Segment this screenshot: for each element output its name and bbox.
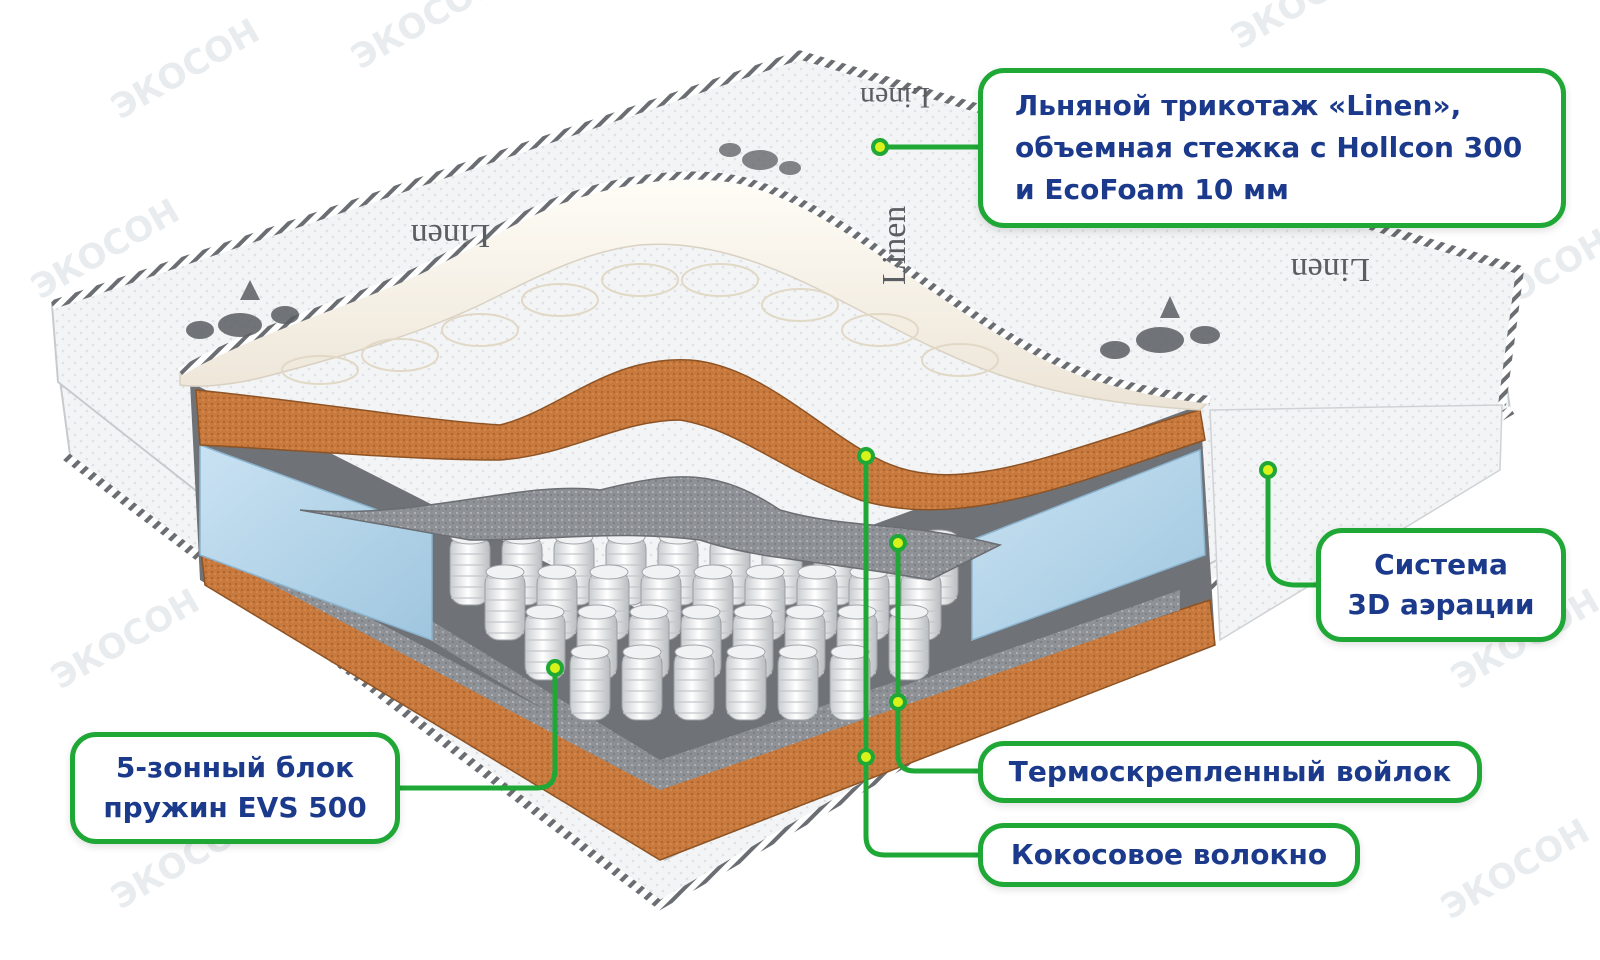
cover-brand-text: Linen: [860, 81, 930, 114]
connector-lines: [397, 144, 1319, 858]
connector-coconut: [863, 453, 981, 858]
watermark: ЭКОСОН: [45, 581, 207, 698]
flower-logo-icon: [1100, 296, 1220, 359]
spring-coil: [777, 644, 819, 721]
spring-coil: [725, 644, 767, 721]
watermark: ЭКОСОН: [1225, 0, 1387, 58]
spring-coil: [569, 644, 611, 721]
callout-coconut-line: Кокосовое волокно: [1010, 838, 1328, 871]
spring-coil: [673, 644, 715, 721]
watermark: ЭКОСОН: [345, 0, 507, 78]
mattress-body: Linen Linen Linen Linen: [50, 50, 1524, 911]
marker-coconut-bottom: [857, 748, 875, 766]
marker-felt-top: [889, 534, 907, 552]
callout-coconut-fiber: Кокосовое волокно: [978, 823, 1360, 887]
spring-coil: [484, 564, 526, 641]
callout-felt-line: Термоскрепленный войлок: [1008, 755, 1452, 788]
cover-brand-text: Linen: [876, 206, 913, 285]
callout-springs-line: 5-зонный блок: [115, 751, 355, 784]
callout-thermo-felt: Термоскрепленный войлок: [978, 741, 1482, 803]
spring-coil: [621, 644, 663, 721]
connector-springs: [397, 665, 558, 791]
cover-brand-text: Linen: [1291, 251, 1370, 288]
marker-springs: [546, 659, 564, 677]
marker-felt-bottom: [889, 693, 907, 711]
connector-felt: [895, 540, 981, 774]
connector-aeration: [1265, 467, 1319, 588]
spring-coil: [449, 529, 491, 606]
callout-linen-line: и EcoFoam 10 мм: [1015, 173, 1289, 206]
callout-aeration-line: Система: [1374, 548, 1508, 581]
marker-aeration: [1259, 461, 1277, 479]
callout-linen-line: Льняной трикотаж «Linen»,: [1015, 89, 1462, 122]
callout-springs-line: пружин EVS 500: [103, 791, 367, 824]
callout-spring-block: 5-зонный блок пружин EVS 500: [70, 732, 400, 844]
callout-linen-cover: Льняной трикотаж «Linen», объемная стежк…: [978, 68, 1566, 228]
watermark: ЭКОСОН: [105, 11, 267, 128]
callout-linen-line: объемная стежка с Hollcon 300: [1015, 131, 1523, 164]
marker-coconut-top: [857, 447, 875, 465]
callout-aeration-system: Система 3D аэрации: [1316, 528, 1566, 642]
spring-coil: [829, 644, 871, 721]
spring-coil: [536, 564, 578, 641]
flower-logo-icon: [719, 143, 801, 175]
markers: [546, 138, 1277, 766]
cover-brand-text: Linen: [411, 217, 490, 254]
marker-linen: [871, 138, 889, 156]
flower-logo-icon: [186, 280, 299, 339]
spring-coil: [888, 604, 930, 681]
callout-aeration-line: 3D аэрации: [1347, 588, 1535, 621]
watermark: ЭКОСОН: [1435, 811, 1597, 928]
